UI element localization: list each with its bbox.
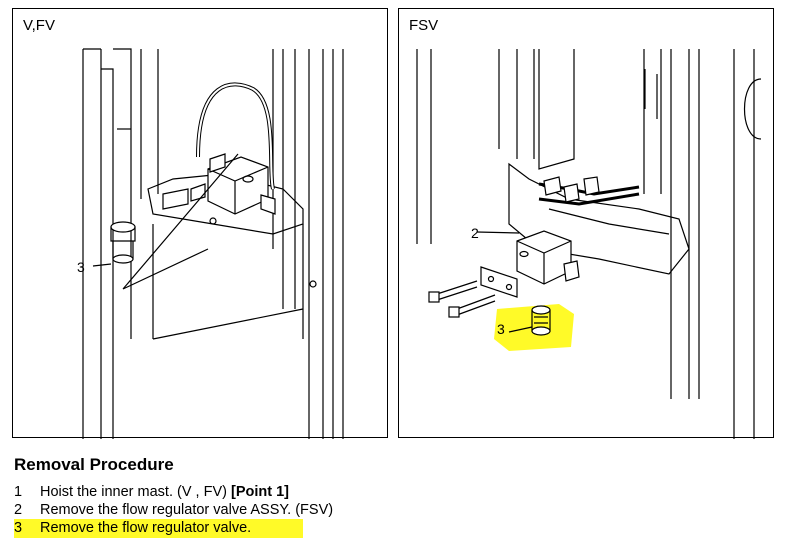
step-number: 3 — [14, 520, 23, 536]
mast-illustration-fsv — [416, 49, 762, 439]
mast-illustration-v-fv — [82, 48, 344, 439]
step-text: Remove the flow regulator valve ASSY. (F… — [40, 502, 334, 518]
step-text: Remove the flow regulator valve. — [40, 520, 252, 536]
figure-panel-v-fv: V,FV 3 — [12, 8, 388, 439]
step-reference: [Point 1] — [230, 484, 289, 500]
procedure-title: Removal Procedure — [14, 455, 174, 474]
step-number: 2 — [14, 502, 23, 518]
callout-3: 3 — [77, 259, 85, 275]
panel-label: FSV — [409, 17, 439, 34]
panel-label: V,FV — [23, 17, 55, 34]
procedure-step-3: 3 Remove the flow regulator valve. — [14, 519, 303, 538]
step-text: Hoist the inner mast. (V , FV) — [40, 484, 231, 500]
callout-2: 2 — [471, 225, 479, 241]
figure-panel-fsv: FSV — [398, 8, 774, 439]
procedure-step-2: 2 Remove the flow regulator valve ASSY. (… — [14, 501, 333, 520]
step-number: 1 — [14, 484, 23, 500]
callout-3: 3 — [497, 321, 505, 337]
procedure-step-1: 1 Hoist the inner mast. (V , FV) [Point 1… — [14, 483, 289, 502]
